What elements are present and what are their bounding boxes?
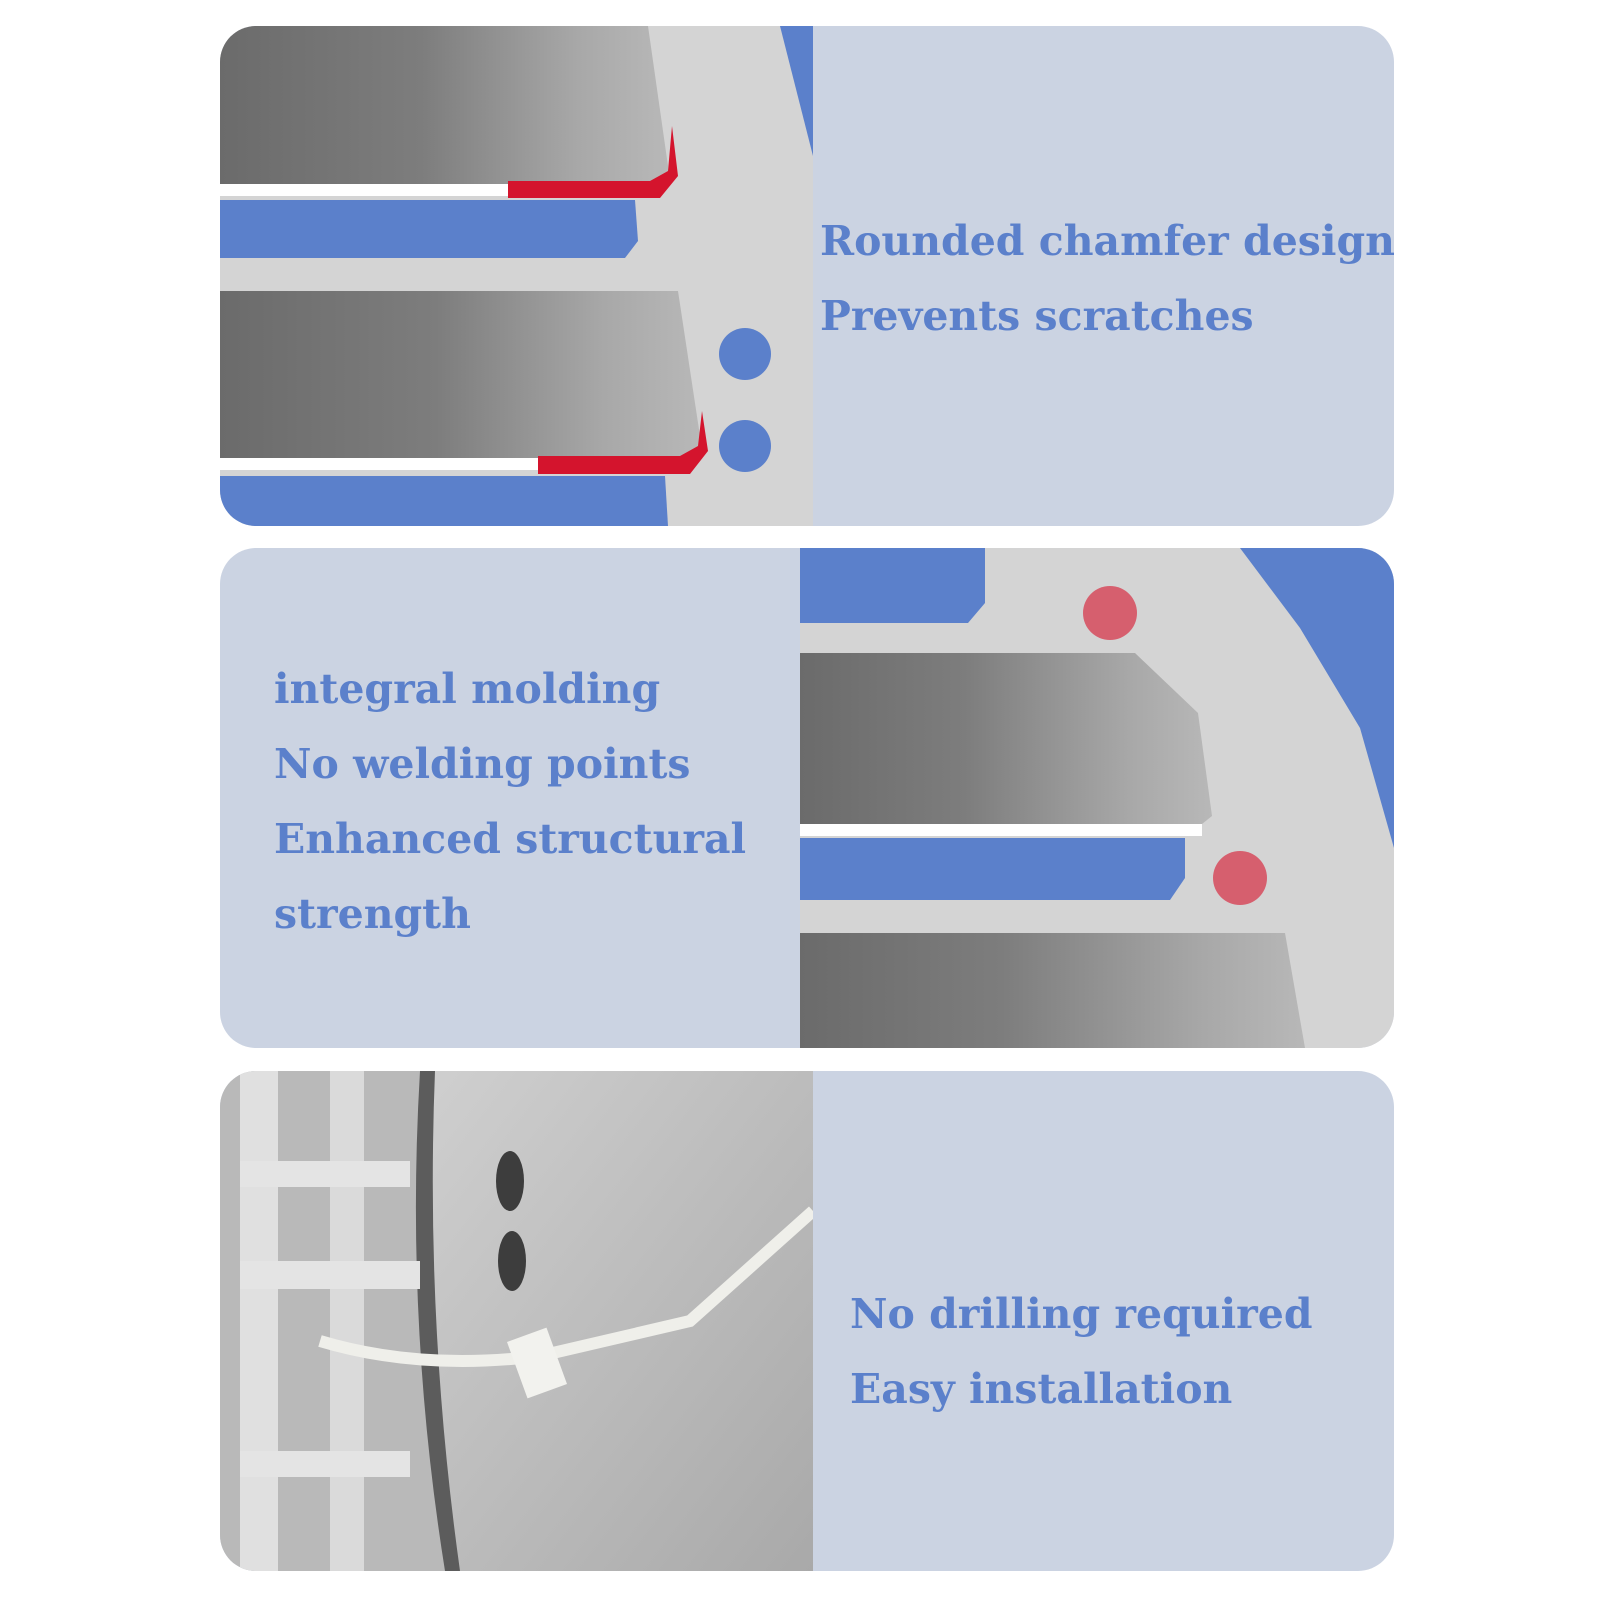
blue-rail-bottom xyxy=(220,476,668,526)
blue-rail-middle xyxy=(800,838,1185,900)
cable-tie-head xyxy=(507,1327,567,1399)
rack-crossbar-1 xyxy=(240,1161,410,1187)
blue-dot-2 xyxy=(719,420,771,472)
feature-line: No drilling required xyxy=(850,1290,1313,1338)
white-stripe xyxy=(800,824,1202,836)
steel-plate-top xyxy=(800,653,1212,824)
feature-panel-chamfer: Rounded chamfer design Prevents scratche… xyxy=(220,26,1394,526)
disc-hole-1 xyxy=(496,1151,524,1211)
blue-arc-edge xyxy=(1240,548,1394,848)
rack-crossbar-2 xyxy=(240,1261,420,1289)
pink-dot-1 xyxy=(1083,586,1137,640)
steel-plate-bottom xyxy=(800,933,1305,1048)
rack-post-left xyxy=(240,1071,278,1571)
chamfer-text: Rounded chamfer design Prevents scratche… xyxy=(820,204,1394,354)
rack-post-right xyxy=(330,1071,364,1571)
steel-plate-top xyxy=(220,26,668,184)
blue-edge-strip xyxy=(780,26,813,156)
feature-panel-molding: integral molding No welding points Enhan… xyxy=(220,548,1394,1048)
disc-surface xyxy=(427,1071,813,1571)
cable-tie-photo-svg xyxy=(220,1071,813,1571)
steel-plate-bottom xyxy=(220,291,700,458)
feature-panel-installation: No drilling required Easy installation xyxy=(220,1071,1394,1571)
feature-line: No welding points xyxy=(274,740,691,788)
white-stripe-bottom xyxy=(220,458,538,470)
blue-dot-1 xyxy=(719,328,771,380)
molding-illustration xyxy=(800,548,1394,1048)
molding-text: integral molding No welding points Enhan… xyxy=(274,652,746,952)
feature-line: Easy installation xyxy=(850,1365,1233,1413)
cable-tie-photo xyxy=(220,1071,813,1571)
blue-rail-top xyxy=(800,548,985,623)
chamfer-illustration xyxy=(220,26,813,526)
chamfer-illustration-svg xyxy=(220,26,813,526)
red-chamfer-top xyxy=(508,126,678,198)
white-stripe-top xyxy=(220,184,508,196)
red-chamfer-bottom xyxy=(538,411,708,474)
disc-hole-2 xyxy=(498,1231,526,1291)
feature-line: integral molding xyxy=(274,665,661,713)
feature-line: Rounded chamfer design xyxy=(820,217,1394,265)
feature-line: Enhanced structural xyxy=(274,815,747,863)
pink-dot-2 xyxy=(1213,851,1267,905)
feature-line: Prevents scratches xyxy=(820,292,1254,340)
molding-illustration-svg xyxy=(800,548,1394,1048)
blue-rail-top xyxy=(220,200,638,258)
feature-line: strength xyxy=(274,890,471,938)
installation-text: No drilling required Easy installation xyxy=(850,1277,1313,1427)
disc-rim xyxy=(415,1071,460,1571)
rack-crossbar-3 xyxy=(240,1451,410,1477)
